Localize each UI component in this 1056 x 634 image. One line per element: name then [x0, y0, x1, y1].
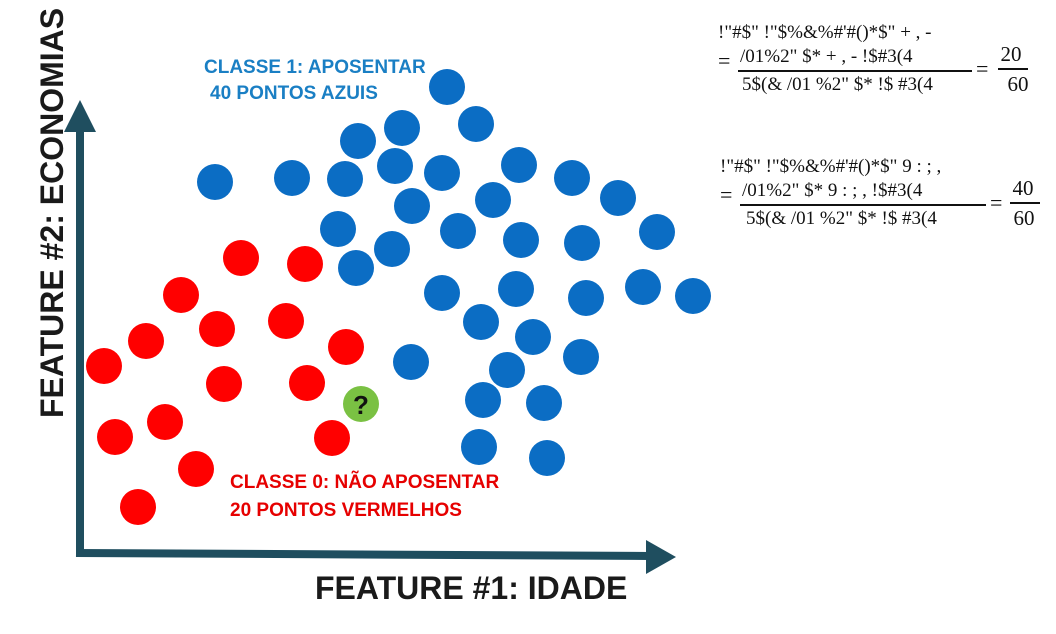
y-axis-arrowhead	[64, 100, 96, 132]
blue-point	[465, 382, 501, 418]
y-axis-label: FEATURE #2: ECONOMIAS	[34, 7, 70, 418]
blue-point	[393, 344, 429, 380]
red-point	[178, 451, 214, 487]
red-point	[97, 419, 133, 455]
red-point	[199, 311, 235, 347]
formula1-numerator: 20	[1000, 42, 1022, 66]
formula1-equals-a: =	[718, 48, 731, 73]
unknown-point-group: ?	[343, 386, 379, 422]
blue-point	[475, 182, 511, 218]
red-point	[314, 420, 350, 456]
blue-point	[424, 275, 460, 311]
formula1-line1: !"#$" !"$%&%#'#()*$" + , -	[718, 22, 932, 43]
formula2-numerator: 40	[1012, 176, 1034, 200]
red-point	[147, 404, 183, 440]
blue-point	[340, 123, 376, 159]
class1-label-line1: CLASSE 1: APOSENTAR	[204, 57, 426, 78]
blue-point	[327, 161, 363, 197]
blue-points-group	[197, 69, 711, 476]
red-point	[206, 366, 242, 402]
red-point	[223, 240, 259, 276]
blue-point	[424, 155, 460, 191]
formula1-line3: 5$(& /01 %2" $* !$ #3(4	[742, 74, 933, 95]
blue-point	[338, 250, 374, 286]
formula1-equals-b: =	[976, 56, 989, 81]
class1-label-line2: 40 PONTOS AZUIS	[210, 83, 378, 104]
blue-point	[554, 160, 590, 196]
blue-point	[639, 214, 675, 250]
axes	[64, 100, 676, 574]
formula2-fraction-bar	[1010, 202, 1040, 204]
red-points-group	[86, 240, 364, 525]
unknown-point	[343, 386, 379, 422]
formula1-fraction-bar	[998, 68, 1028, 70]
blue-point	[384, 110, 420, 146]
blue-point	[461, 429, 497, 465]
blue-point	[458, 106, 494, 142]
blue-point	[563, 339, 599, 375]
blue-point	[489, 352, 525, 388]
blue-point	[197, 164, 233, 200]
red-point	[163, 277, 199, 313]
blue-point	[463, 304, 499, 340]
formula2-line1: !"#$" !"$%&%#'#()*$" 9 : ; ,	[720, 156, 942, 177]
blue-point	[429, 69, 465, 105]
x-axis-label: FEATURE #1: IDADE	[315, 570, 628, 606]
formula2-line2: /01%2" $* 9 : ; , !$#3(4	[742, 180, 923, 201]
red-point	[268, 303, 304, 339]
blue-point	[440, 213, 476, 249]
blue-point	[501, 147, 537, 183]
blue-point	[529, 440, 565, 476]
blue-point	[526, 385, 562, 421]
class0-label-line1: CLASSE 0: NÃO APOSENTAR	[230, 472, 500, 493]
blue-point	[568, 280, 604, 316]
red-point	[289, 365, 325, 401]
blue-point	[675, 278, 711, 314]
red-point	[287, 246, 323, 282]
formula1-inner-fraction-bar	[738, 70, 972, 72]
formula2-denominator: 60	[1013, 206, 1035, 230]
blue-point	[374, 231, 410, 267]
red-point	[328, 329, 364, 365]
blue-point	[503, 222, 539, 258]
formula2-equals-a: =	[720, 182, 733, 207]
blue-point	[498, 271, 534, 307]
red-point	[128, 323, 164, 359]
blue-point	[625, 269, 661, 305]
x-axis-line	[75, 549, 651, 560]
blue-point	[600, 180, 636, 216]
blue-point	[515, 319, 551, 355]
blue-point	[377, 148, 413, 184]
red-point	[120, 489, 156, 525]
formula2-inner-fraction-bar	[740, 204, 986, 206]
blue-point	[320, 211, 356, 247]
formula1-line2: /01%2" $* + , - !$#3(4	[740, 46, 913, 67]
red-point	[86, 348, 122, 384]
blue-point	[564, 225, 600, 261]
formula2-equals-b: =	[990, 190, 1003, 215]
class0-label-line2: 20 PONTOS VERMELHOS	[230, 500, 462, 521]
formula1-denominator: 60	[1007, 72, 1029, 96]
x-axis-arrowhead	[646, 540, 676, 574]
formula2-line3: 5$(& /01 %2" $* !$ #3(4	[746, 208, 937, 229]
blue-point	[274, 160, 310, 196]
unknown-point-label: ?	[353, 390, 369, 420]
blue-point	[394, 188, 430, 224]
